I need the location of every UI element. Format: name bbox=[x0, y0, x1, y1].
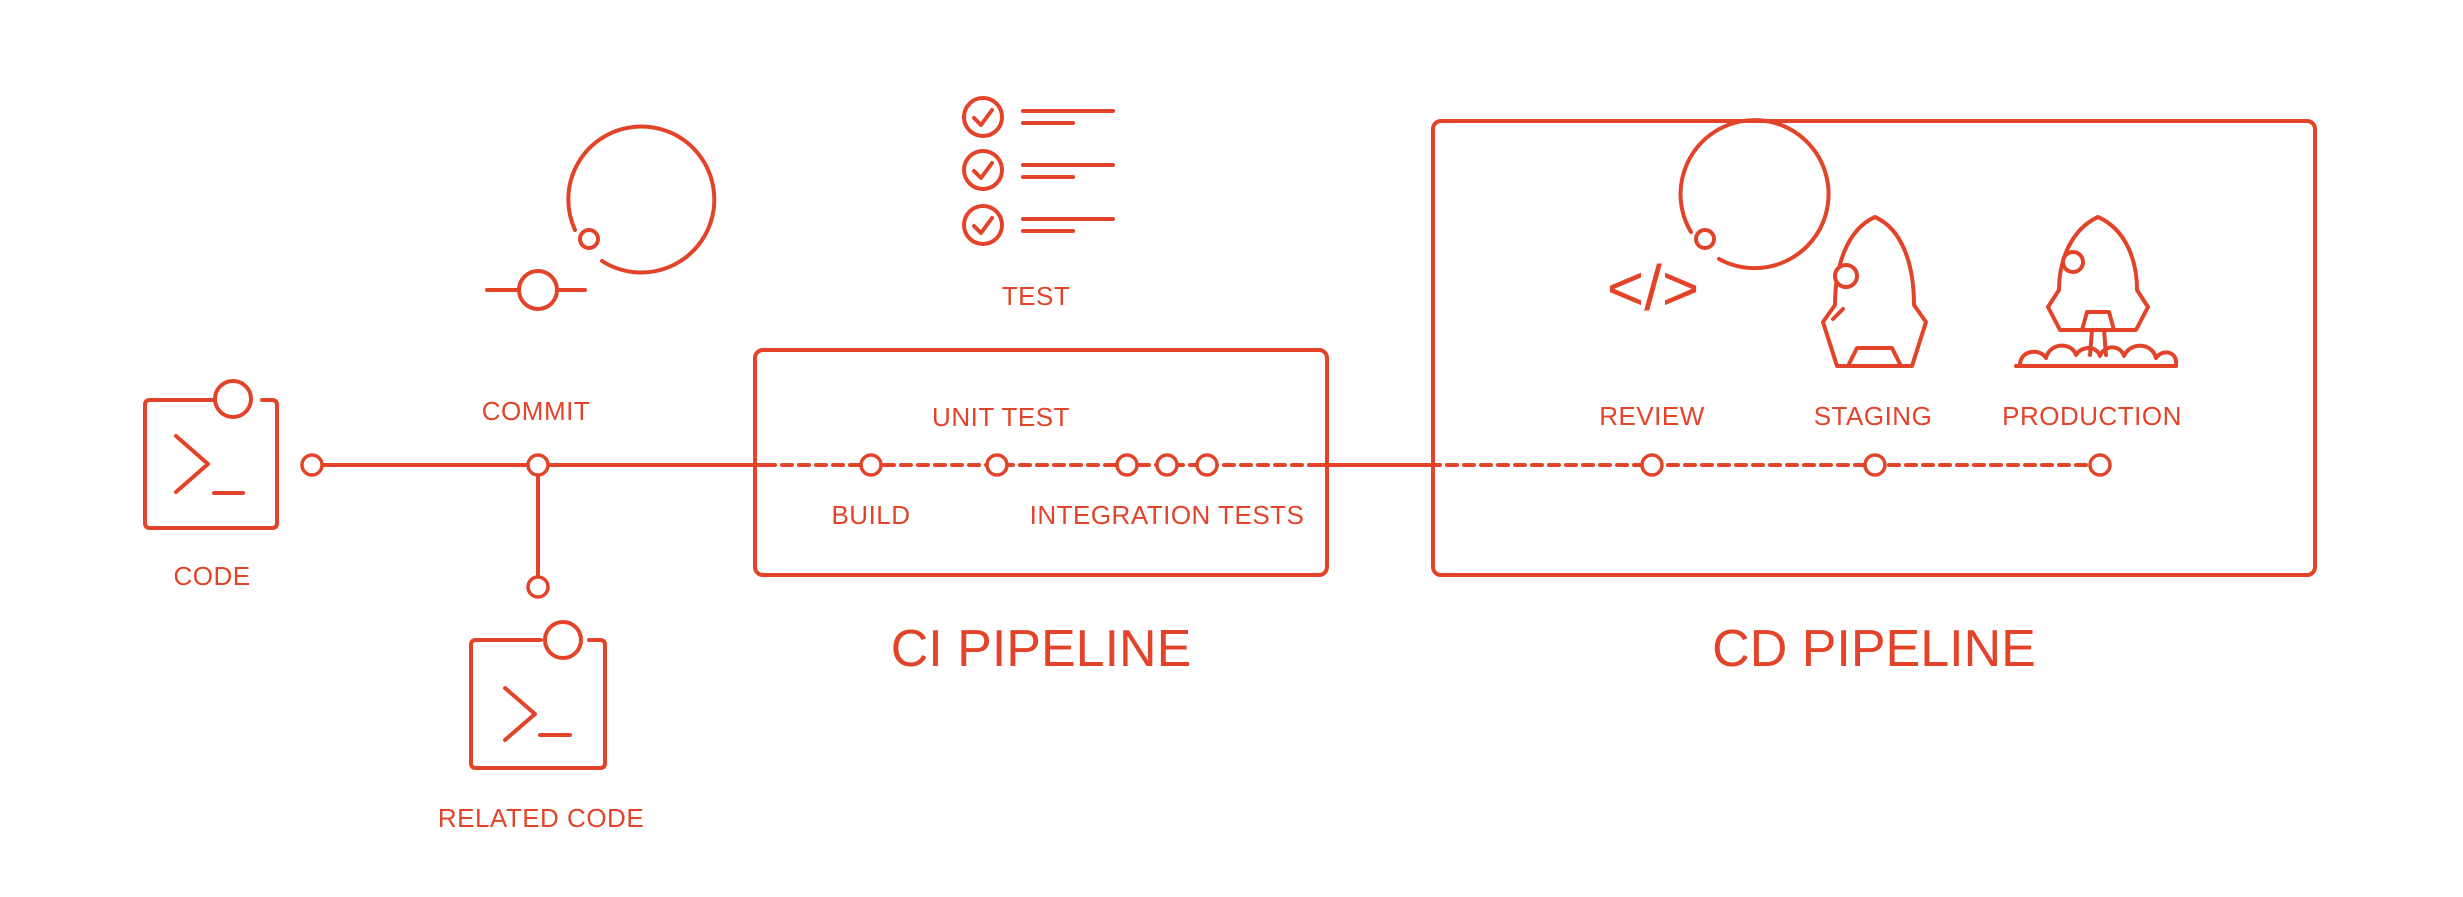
rocket-icon bbox=[1821, 215, 1928, 368]
code-brackets-icon bbox=[1678, 118, 1831, 271]
terminal-icon bbox=[469, 620, 607, 770]
terminal-icon bbox=[143, 379, 279, 530]
test-label: TEST bbox=[1002, 281, 1070, 311]
node-integration-3 bbox=[1195, 453, 1219, 477]
related-code-label: RELATED CODE bbox=[438, 803, 644, 833]
node-unit-test bbox=[985, 453, 1009, 477]
node-related-code bbox=[526, 575, 550, 599]
timeline-nodes bbox=[300, 453, 2112, 599]
node-build bbox=[859, 453, 883, 477]
node-integration-1 bbox=[1115, 453, 1139, 477]
node-commit bbox=[526, 453, 550, 477]
git-commit-icon bbox=[485, 124, 717, 311]
checklist-icon bbox=[962, 96, 1115, 246]
commit-label: COMMIT bbox=[482, 396, 590, 426]
staging-label: STAGING bbox=[1814, 401, 1933, 431]
unit-test-label: UNIT TEST bbox=[932, 402, 1070, 432]
review-label: REVIEW bbox=[1599, 401, 1705, 431]
node-integration-2 bbox=[1155, 453, 1179, 477]
build-label: BUILD bbox=[831, 500, 910, 530]
cd-pipeline-title: CD PIPELINE bbox=[1712, 620, 2036, 678]
code-label: CODE bbox=[173, 561, 250, 591]
ci-pipeline-title: CI PIPELINE bbox=[891, 620, 1192, 678]
ci-pipeline-box bbox=[753, 348, 1329, 577]
integration-tests-label: INTEGRATION TESTS bbox=[1030, 500, 1305, 530]
rocket-launch-icon bbox=[2014, 215, 2179, 368]
production-label: PRODUCTION bbox=[2002, 401, 2182, 431]
review-icon-glyph: </> bbox=[1607, 252, 1700, 324]
node-staging bbox=[1863, 453, 1887, 477]
node-code bbox=[300, 453, 324, 477]
node-production bbox=[2088, 453, 2112, 477]
cd-pipeline-box bbox=[1431, 119, 2317, 577]
node-review bbox=[1640, 453, 1664, 477]
